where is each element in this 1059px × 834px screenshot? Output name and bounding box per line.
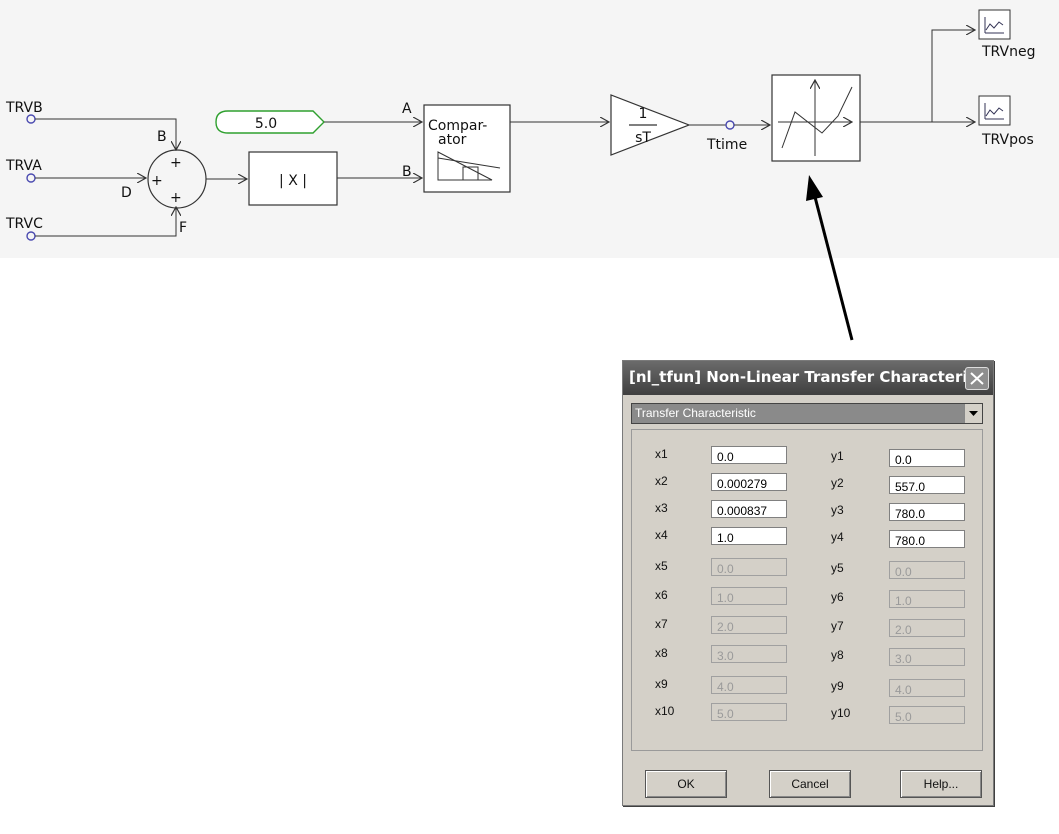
param-x-field[interactable]: 0.000279 bbox=[711, 473, 787, 491]
param-y-label: y1 bbox=[831, 449, 844, 463]
param-x-label: x7 bbox=[655, 617, 668, 631]
param-y-label: y9 bbox=[831, 679, 844, 693]
cancel-button[interactable]: Cancel bbox=[769, 770, 851, 798]
param-x-field: 1.0 bbox=[711, 587, 787, 605]
param-x-label: x8 bbox=[655, 646, 668, 660]
chevron-down-icon bbox=[969, 411, 978, 416]
comparator-label-line1: Compar- bbox=[428, 118, 487, 134]
sum-sign-left: + bbox=[151, 173, 163, 189]
node-ttime[interactable]: Ttime bbox=[706, 120, 747, 153]
diagram-canvas: TRVB TRVA TRVC + + + B D F | X | 5.0 Co bbox=[0, 0, 1059, 258]
sum-sign-top: + bbox=[170, 155, 182, 171]
wire-out-neg bbox=[860, 30, 975, 123]
constant-block[interactable]: 5.0 bbox=[215, 110, 325, 134]
output-trvpos[interactable]: TRVpos bbox=[978, 95, 1034, 148]
param-x-field: 4.0 bbox=[711, 676, 787, 694]
comparator-port-a: A bbox=[402, 101, 412, 117]
param-y-label: y2 bbox=[831, 476, 844, 490]
param-y-field: 0.0 bbox=[889, 561, 965, 579]
param-x-label: x4 bbox=[655, 528, 668, 542]
constant-value: 5.0 bbox=[255, 116, 277, 132]
node-ttime-label: Ttime bbox=[706, 137, 747, 153]
param-x-field: 2.0 bbox=[711, 616, 787, 634]
param-y-field: 3.0 bbox=[889, 648, 965, 666]
param-x-field: 3.0 bbox=[711, 645, 787, 663]
param-x-field[interactable]: 0.0 bbox=[711, 446, 787, 464]
param-y-field[interactable]: 557.0 bbox=[889, 476, 965, 494]
param-y-label: y5 bbox=[831, 561, 844, 575]
param-y-field[interactable]: 780.0 bbox=[889, 503, 965, 521]
input-trvb-label: TRVB bbox=[5, 100, 43, 116]
sum-sign-bottom: + bbox=[170, 190, 182, 206]
category-dropdown[interactable]: Transfer Characteristic bbox=[631, 403, 983, 424]
param-y-field: 1.0 bbox=[889, 590, 965, 608]
output-trvneg[interactable]: TRVneg bbox=[978, 9, 1035, 60]
input-trvc-label: TRVC bbox=[5, 216, 43, 232]
param-x-label: x6 bbox=[655, 588, 668, 602]
wire-trvb bbox=[35, 118, 176, 150]
param-x-field[interactable]: 1.0 bbox=[711, 527, 787, 545]
wire-trvc bbox=[35, 207, 176, 237]
integrator-denominator: sT bbox=[635, 130, 651, 146]
help-button[interactable]: Help... bbox=[900, 770, 982, 798]
param-y-label: y10 bbox=[831, 706, 851, 720]
output-trvneg-label: TRVneg bbox=[981, 44, 1035, 60]
abs-block[interactable]: | X | bbox=[248, 151, 338, 206]
integrator-block[interactable]: 1 sT bbox=[610, 94, 691, 156]
param-y-field[interactable]: 780.0 bbox=[889, 530, 965, 548]
param-x-field: 0.0 bbox=[711, 558, 787, 576]
integrator-numerator: 1 bbox=[639, 106, 648, 122]
abs-block-label: | X | bbox=[279, 173, 307, 189]
param-x-label: x9 bbox=[655, 677, 668, 691]
input-trvb[interactable]: TRVB bbox=[5, 100, 43, 124]
sum-port-b: B bbox=[157, 129, 167, 145]
param-y-field: 5.0 bbox=[889, 706, 965, 724]
param-x-label: x5 bbox=[655, 559, 668, 573]
param-x-label: x10 bbox=[655, 704, 675, 718]
param-y-label: y7 bbox=[831, 619, 844, 633]
sum-junction[interactable]: + + + B D F bbox=[121, 129, 207, 236]
comparator-label-line2: ator bbox=[438, 132, 467, 148]
comparator-port-b: B bbox=[402, 164, 412, 180]
param-x-label: x3 bbox=[655, 501, 668, 515]
output-trvpos-label: TRVpos bbox=[981, 132, 1034, 148]
param-x-label: x1 bbox=[655, 447, 668, 461]
nonlinear-transfer-block[interactable] bbox=[771, 74, 861, 162]
dialog-title: [nl_tfun] Non-Linear Transfer Characteri… bbox=[629, 368, 985, 386]
param-y-field[interactable]: 0.0 bbox=[889, 449, 965, 467]
sum-port-d: D bbox=[121, 185, 132, 201]
dropdown-button[interactable] bbox=[964, 404, 982, 423]
param-y-field: 4.0 bbox=[889, 679, 965, 697]
category-dropdown-value: Transfer Characteristic bbox=[635, 406, 756, 420]
close-icon bbox=[970, 372, 984, 385]
param-x-field: 5.0 bbox=[711, 703, 787, 721]
sum-port-f: F bbox=[179, 220, 187, 236]
param-x-field[interactable]: 0.000837 bbox=[711, 500, 787, 518]
ok-button[interactable]: OK bbox=[645, 770, 727, 798]
dialog-titlebar[interactable]: [nl_tfun] Non-Linear Transfer Characteri… bbox=[623, 361, 993, 395]
param-y-label: y3 bbox=[831, 503, 844, 517]
block-diagram: TRVB TRVA TRVC + + + B D F | X | 5.0 Co bbox=[5, 9, 1035, 241]
param-y-field: 2.0 bbox=[889, 619, 965, 637]
param-y-label: y4 bbox=[831, 530, 844, 544]
comparator-block[interactable]: Compar- ator A B bbox=[402, 101, 511, 193]
param-y-label: y6 bbox=[831, 590, 844, 604]
param-x-label: x2 bbox=[655, 474, 668, 488]
close-button[interactable] bbox=[965, 367, 989, 390]
input-trva-label: TRVA bbox=[5, 158, 42, 174]
parameter-dialog: [nl_tfun] Non-Linear Transfer Characteri… bbox=[622, 360, 994, 806]
param-y-label: y8 bbox=[831, 648, 844, 662]
comparator-icon bbox=[437, 151, 501, 181]
parameters-group bbox=[631, 429, 983, 751]
